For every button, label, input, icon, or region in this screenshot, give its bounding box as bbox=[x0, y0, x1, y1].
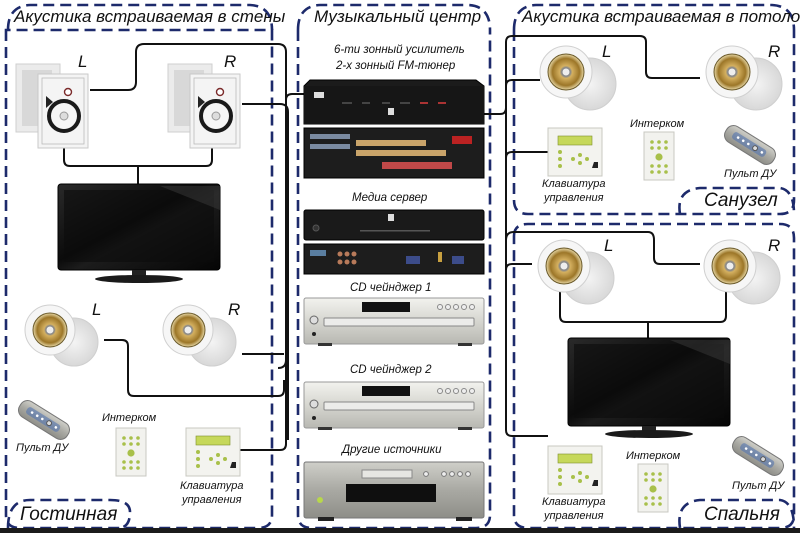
bottom-edge-bar bbox=[0, 528, 800, 533]
amplifier-rear bbox=[303, 127, 485, 179]
room-title-frame-bedroom bbox=[678, 498, 796, 529]
wall-speaker-right bbox=[167, 63, 241, 149]
keypad-living-room-label-2: управления bbox=[182, 494, 242, 506]
zone-title-frame-center bbox=[296, 3, 492, 31]
cd-changer-1-label: CD чейнджер 1 bbox=[350, 282, 432, 294]
bedroom-speaker-right-label: R bbox=[768, 236, 781, 255]
wire-ceiling-speaker-l bbox=[104, 339, 285, 397]
wire-bathroom-keypad bbox=[505, 151, 548, 159]
remote-bathroom-label: Пульт ДУ bbox=[724, 168, 777, 180]
zone-border-bedroom bbox=[512, 222, 796, 530]
wire-wall-speakers-tv bbox=[63, 148, 213, 184]
wire-bedroom-speakers-tv bbox=[559, 290, 727, 338]
intercom-bedroom-label: Интерком bbox=[626, 450, 681, 462]
tv-living-room bbox=[57, 183, 221, 283]
intercom-bathroom bbox=[643, 131, 675, 181]
ceiling-speaker-bathroom-left bbox=[539, 45, 617, 111]
tv-bedroom bbox=[567, 337, 731, 438]
bedroom-speaker-left-label: L bbox=[604, 236, 614, 255]
room-title-bathroom: Санузел bbox=[704, 190, 778, 211]
ceiling-speaker-bedroom-right bbox=[703, 239, 781, 305]
remote-bathroom bbox=[724, 125, 776, 165]
wire-bedroom-top bbox=[505, 231, 700, 265]
keypad-bedroom bbox=[547, 445, 603, 495]
wire-bathroom-l bbox=[505, 79, 540, 87]
intercom-bathroom-label: Интерком bbox=[630, 118, 685, 130]
remote-bedroom bbox=[732, 436, 784, 476]
zone-title-wall-acoustics: Акустика встраиваемая в стены bbox=[14, 7, 286, 26]
ceiling-speaker-living-right-label: R bbox=[228, 300, 241, 319]
keypad-bedroom-label-1: Клавиатура bbox=[542, 496, 606, 508]
keypad-bathroom-label-2: управления bbox=[544, 192, 604, 204]
ceiling-speaker-bedroom-left bbox=[537, 239, 615, 305]
cd-changer-2-label: CD чейнджер 2 bbox=[350, 364, 432, 376]
wire-bedroom-l bbox=[505, 263, 532, 271]
room-title-bedroom: Спальня bbox=[704, 504, 780, 525]
media-server-front bbox=[303, 209, 485, 241]
ceiling-speaker-living-left bbox=[24, 304, 99, 367]
bathroom-speaker-right-label: R bbox=[768, 42, 781, 61]
wall-speaker-left-label: L bbox=[78, 52, 88, 71]
room-title-living-room: Гостинная bbox=[20, 504, 118, 525]
keypad-living-room-label-1: Клавиатура bbox=[180, 480, 244, 492]
intercom-living-room bbox=[115, 427, 147, 477]
intercom-bedroom bbox=[637, 463, 669, 513]
media-server-rear bbox=[303, 243, 485, 275]
cd-changer-2 bbox=[303, 381, 485, 430]
room-title-frame-living bbox=[6, 498, 132, 530]
wall-speaker-right-label: R bbox=[224, 52, 237, 71]
ceiling-speaker-living-left-label: L bbox=[92, 300, 102, 319]
remote-living-room bbox=[18, 400, 70, 440]
remote-bedroom-label: Пульт ДУ bbox=[732, 480, 785, 492]
ceiling-speaker-living-right bbox=[162, 304, 237, 367]
media-server-label: Медиа сервер bbox=[352, 192, 428, 204]
ceiling-speaker-bathroom-right bbox=[705, 45, 783, 111]
other-sources-player bbox=[303, 461, 485, 521]
intercom-living-room-label: Интерком bbox=[102, 412, 157, 424]
wire-wall-speaker-r bbox=[242, 103, 289, 440]
zone-title-frame-wall bbox=[6, 3, 274, 31]
wall-speaker-left bbox=[15, 63, 89, 149]
zone-title-ceiling-acoustics: Акустика встраиваемая в потолок bbox=[522, 7, 800, 26]
wire-keypad-living bbox=[240, 93, 304, 451]
keypad-bathroom bbox=[547, 127, 603, 177]
bathroom-speaker-left-label: L bbox=[602, 42, 612, 61]
wiring bbox=[63, 35, 727, 451]
cd-changer-1 bbox=[303, 297, 485, 346]
amplifier-front bbox=[303, 79, 485, 125]
wire-trunk-right bbox=[505, 108, 548, 437]
zone-title-frame-ceiling bbox=[512, 3, 796, 31]
keypad-living-room bbox=[185, 427, 241, 477]
keypad-bathroom-label-1: Клавиатура bbox=[542, 178, 606, 190]
room-title-frame-bathroom bbox=[678, 186, 796, 215]
zone-title-music-center: Музыкальный центр bbox=[314, 7, 482, 26]
keypad-bedroom-label-2: управления bbox=[544, 510, 604, 522]
other-sources-label: Другие источники bbox=[342, 444, 442, 456]
remote-living-room-label: Пульт ДУ bbox=[16, 442, 69, 454]
amplifier-label-2: 2-х зонный FM-тюнер bbox=[336, 60, 456, 72]
amplifier-label-1: 6-ти зонный усилитель bbox=[334, 44, 465, 56]
